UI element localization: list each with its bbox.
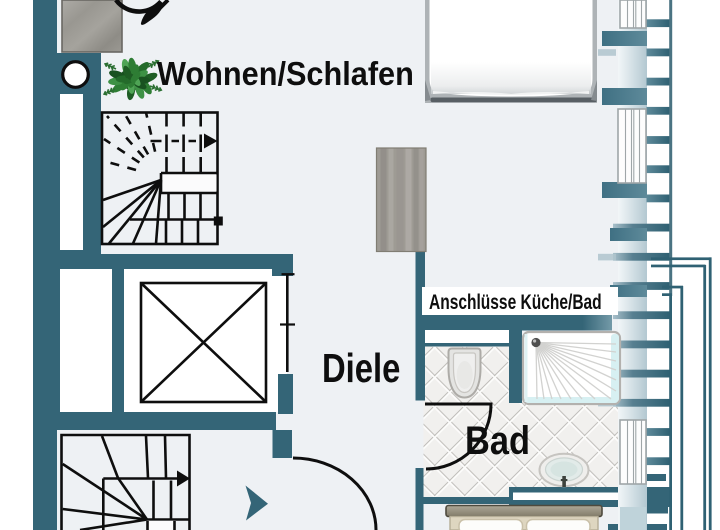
svg-text:Bad: Bad: [465, 418, 530, 463]
svg-text:Anschlüsse Küche/Bad: Anschlüsse Küche/Bad: [429, 290, 602, 314]
svg-text:Diele: Diele: [322, 344, 400, 390]
svg-text:Wohnen/Schlafen: Wohnen/Schlafen: [157, 55, 414, 92]
